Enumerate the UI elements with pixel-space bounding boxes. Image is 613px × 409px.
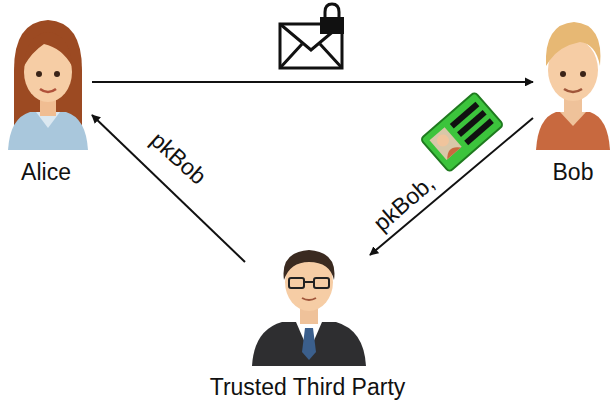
arrow-connector [92,115,245,262]
person-node: Bob [533,10,613,185]
person-name: Trusted Third Party [210,374,406,400]
key-label: pkBob [145,127,211,190]
person-name: Alice [21,159,71,185]
arrow-connector [370,118,533,255]
person-node: Alice [0,10,92,185]
person-name: Bob [553,159,594,185]
person-node: Trusted Third Party [245,250,370,400]
arrow-connector [92,81,533,83]
